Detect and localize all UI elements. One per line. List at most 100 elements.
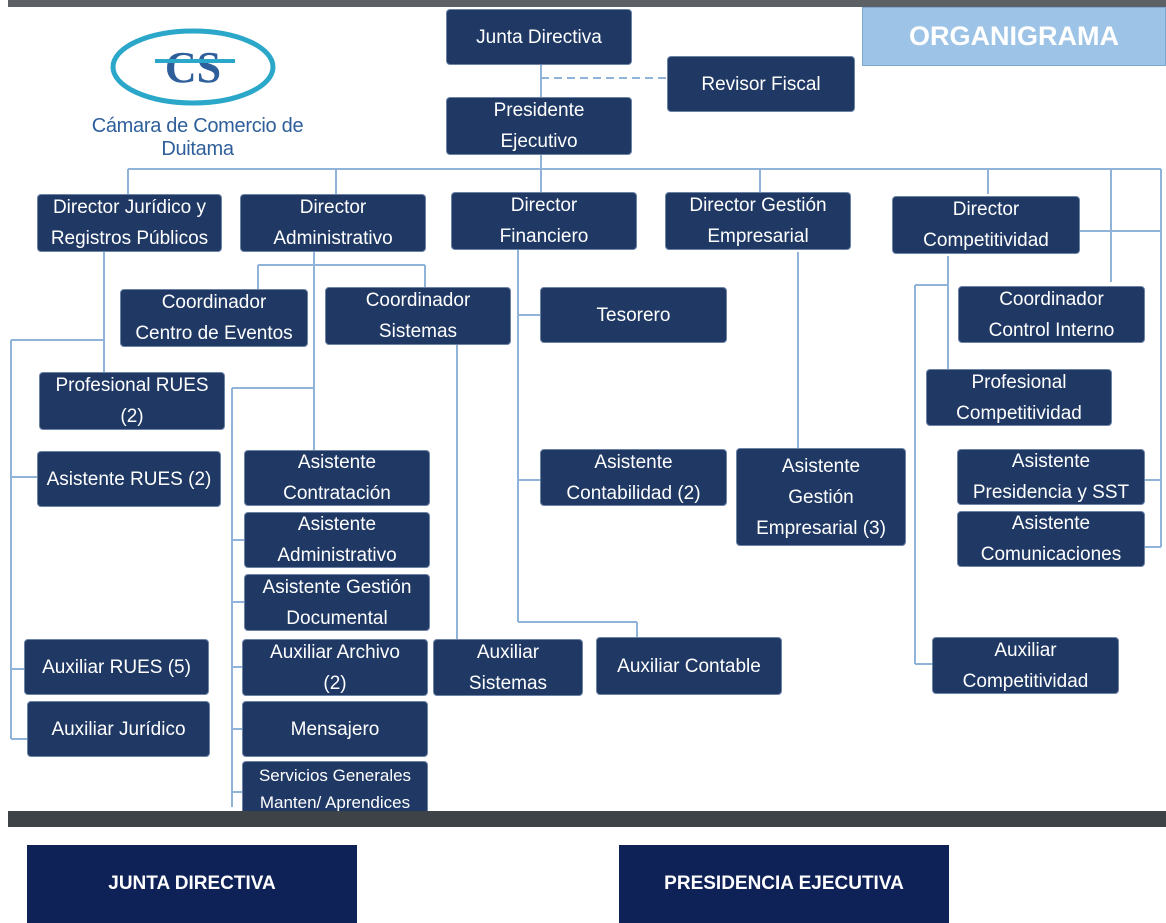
node-label-line: Coordinador bbox=[365, 290, 471, 311]
node-auxiliar-juridico[interactable]: Auxiliar Jurídico bbox=[27, 701, 210, 757]
node-label-line: Profesional bbox=[971, 371, 1067, 393]
node-label-line: Coordinador bbox=[161, 292, 267, 313]
node-mensajero[interactable]: Mensajero bbox=[242, 701, 428, 757]
node-label-line: Manten/ Aprendices bbox=[259, 793, 411, 811]
node-label-line: Servicios Generales bbox=[258, 766, 412, 785]
node-label-line: Financiero bbox=[499, 226, 589, 247]
node-label-line: Tesorero bbox=[596, 304, 671, 326]
node-label-line: Asistente bbox=[297, 452, 377, 473]
node-label-line: Auxiliar Jurídico bbox=[51, 718, 186, 740]
node-label-line: Auxiliar RUES (5) bbox=[42, 656, 191, 678]
node-label-line: (2) bbox=[323, 672, 347, 694]
node-label-line: Presidente bbox=[493, 100, 585, 121]
logo-text: Cámara de Comercio de Duitama bbox=[91, 115, 304, 160]
organigrama-title: ORGANIGRAMA bbox=[862, 7, 1166, 66]
node-label-line: Director Gestión bbox=[689, 195, 827, 216]
node-label-line: Profesional RUES bbox=[55, 375, 209, 396]
node-tesorero[interactable]: Tesorero bbox=[540, 287, 727, 343]
node-label-line: Asistente bbox=[1011, 513, 1091, 534]
node-label-line: Gestión bbox=[788, 486, 854, 508]
node-label-line: Administrativo bbox=[277, 545, 397, 566]
node-label-line: Competitividad bbox=[923, 230, 1049, 251]
node-label-line: Registros Públicos bbox=[50, 228, 209, 249]
node-auxiliar-rues[interactable]: Auxiliar RUES (5) bbox=[24, 639, 209, 695]
node-asistente-rues[interactable]: Asistente RUES (2) bbox=[37, 451, 221, 507]
node-label-line: Presidencia y SST bbox=[972, 482, 1130, 503]
bottom-divider bbox=[8, 811, 1166, 827]
logo: CS Cámara de Comercio de Duitama bbox=[55, 27, 340, 160]
node-label-line: Auxiliar Contable bbox=[617, 655, 761, 677]
junta-directiva-button[interactable]: JUNTA DIRECTIVA bbox=[27, 845, 357, 923]
node-revisor-fiscal[interactable]: Revisor Fiscal bbox=[667, 56, 855, 112]
node-label-line: Administrativo bbox=[273, 228, 393, 249]
svg-text:CS: CS bbox=[165, 43, 221, 92]
node-label-line: Contabilidad (2) bbox=[566, 482, 701, 504]
node-label-line: Mensajero bbox=[290, 718, 380, 740]
node-label-line: Sistemas bbox=[468, 672, 548, 694]
node-label-line: Auxiliar bbox=[994, 639, 1057, 661]
node-label: Auxiliar RUES (5) bbox=[42, 652, 191, 683]
node-label-line: Asistente RUES (2) bbox=[46, 468, 212, 490]
node-label-line: Centro de Eventos bbox=[135, 323, 293, 344]
presidencia-ejecutiva-button[interactable]: PRESIDENCIA EJECUTIVA bbox=[619, 845, 949, 923]
node-label-line: Contratación bbox=[283, 483, 391, 504]
node-label-line: Sistemas bbox=[378, 321, 458, 342]
connector-lines bbox=[10, 65, 1162, 807]
node-label-line: Junta Directiva bbox=[476, 26, 602, 48]
node-auxiliar-archivo[interactable]: Auxiliar Archivo (2) bbox=[242, 639, 428, 696]
node-label-line: Asistente bbox=[594, 451, 673, 473]
node-junta-directiva[interactable]: Junta Directiva bbox=[446, 9, 632, 65]
node-auxiliar-contable[interactable]: Auxiliar Contable bbox=[596, 637, 782, 695]
node-label: Auxiliar Archivo (2) bbox=[270, 637, 400, 699]
node-label-line: Ejecutivo bbox=[500, 131, 578, 152]
node-label-line: Asistente Gestión bbox=[262, 576, 412, 598]
node-label: Auxiliar Jurídico bbox=[51, 714, 185, 745]
node-profesional-rues[interactable]: Profesional RUES(2) bbox=[39, 372, 225, 430]
node-label-line: Asistente bbox=[297, 514, 377, 535]
node-label-line: Competitividad bbox=[956, 402, 1082, 424]
node-label-line: Director bbox=[510, 195, 578, 216]
chamber-seal-icon: CS bbox=[110, 28, 276, 106]
node-label-line: Auxiliar Archivo bbox=[270, 641, 400, 663]
top-divider bbox=[8, 0, 1166, 7]
node-label-line: Control Interno bbox=[988, 319, 1115, 341]
node-label: Junta Directiva bbox=[476, 22, 602, 53]
node-label-line: Asistente bbox=[781, 455, 861, 477]
node-label: Mensajero bbox=[291, 714, 380, 745]
node-label: Revisor Fiscal bbox=[701, 69, 820, 100]
